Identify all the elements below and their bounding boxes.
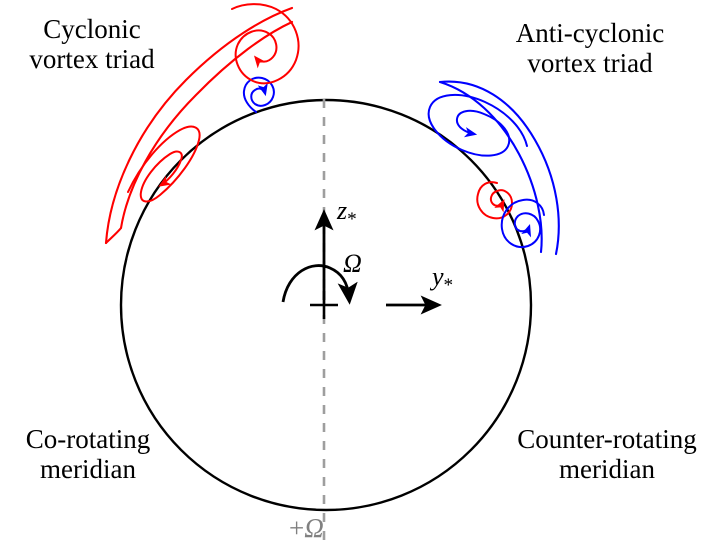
bottom-rotation-sign: + [289,513,305,543]
rotation-omega-label: Ω [343,249,362,278]
cyclonic-vortex-triad [104,3,300,245]
anticyclonic-envelope-outer-arc [438,80,560,256]
z-axis-label: z* [337,196,357,231]
anticyclonic-triad-label-line1: Anti-cyclonic [515,18,665,48]
anticyclonic-vortex-triad [427,80,560,256]
coordinate-axes [281,209,442,319]
anticyclonic-envelope-inner-arc [438,80,543,254]
cyclonic-envelope-outer-arc [104,6,294,245]
corotating-meridian-label-line1: Co-rotating [25,424,151,454]
anticyclonic-triad-label-line2: vortex triad [527,48,653,79]
cyclonic-vortex-lower-spiral [127,125,201,203]
anticyclonic-triad-label: Anti-cyclonic vortex triad [480,18,700,78]
y-axis-label: y* [432,262,453,297]
z-axis-label-subscript: * [347,209,357,231]
bottom-rotation-omega-symbol: Ω [304,513,324,543]
y-axis-label-symbol: y [432,262,444,291]
cyclonic-triad-label-line2: vortex triad [29,44,155,75]
counterrotating-meridian-label-line2: meridian [559,454,655,485]
anticyclonic-triad-red-spiral [476,181,514,220]
cyclonic-triad-blue-spiral [242,76,275,113]
cyclonic-triad-label-line1: Cyclonic [43,14,141,44]
y-axis-label-subscript: * [443,275,454,297]
cyclonic-vortex-upper-spiral [231,3,300,85]
anticyclonic-vortex-lower-spiral [500,198,545,248]
counterrotating-meridian-label-line1: Counter-rotating [517,424,697,454]
corotating-meridian-label: Co-rotating meridian [0,424,178,484]
z-axis-label-symbol: z [337,196,348,225]
corotating-meridian-label-line2: meridian [40,454,136,485]
cyclonic-envelope-tip [104,226,123,245]
sphere-outline [119,98,533,512]
cyclonic-triad-label: Cyclonic vortex triad [2,14,182,74]
bottom-rotation-omega-label: +Ω [289,513,324,543]
cyclonic-envelope-inner-arc [119,20,294,230]
rotation-curved-arrow [281,264,358,305]
counterrotating-meridian-label: Counter-rotating meridian [494,424,720,484]
anticyclonic-vortex-upper-spiral [427,93,528,157]
